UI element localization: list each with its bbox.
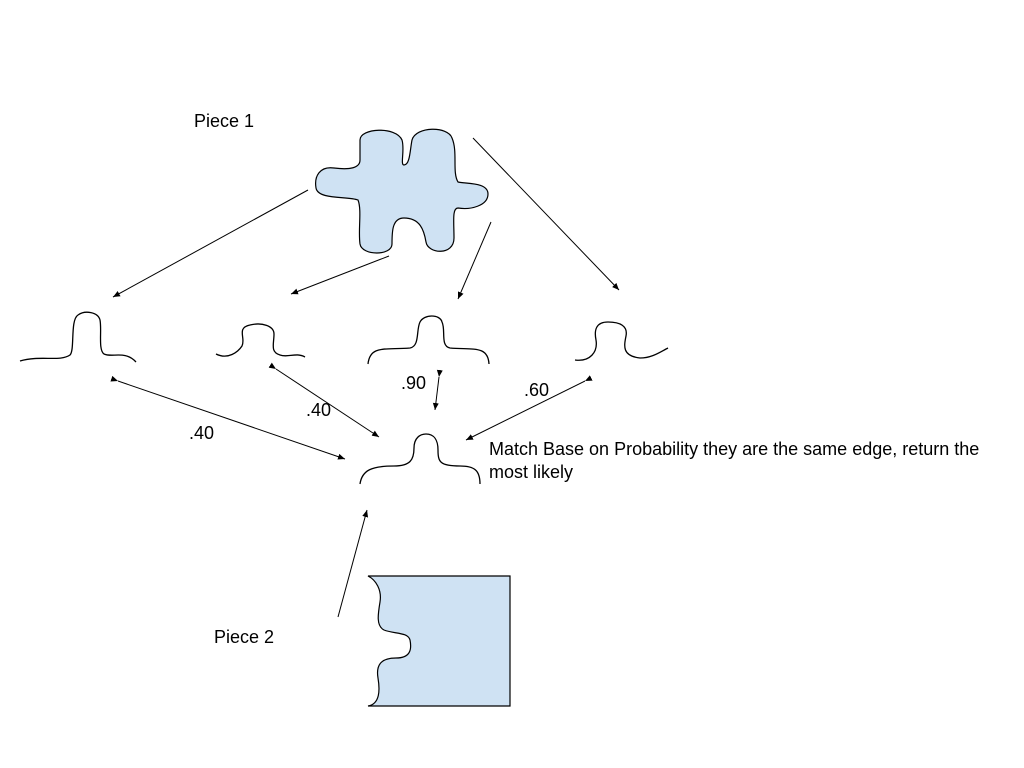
edge-2-shape xyxy=(215,323,306,358)
edge-1-shape xyxy=(19,311,137,363)
arrow-piece1-to-edge4 xyxy=(472,137,620,291)
arrow-piece2-to-target xyxy=(337,509,369,618)
piece-2-shape xyxy=(367,575,511,707)
arrow-piece1-to-edge3 xyxy=(457,221,492,300)
arrow-piece1-to-edge2 xyxy=(290,255,390,295)
piece-2-label: Piece 2 xyxy=(214,627,274,647)
probability-label-edge1: .40 xyxy=(189,423,214,443)
arrow-edge1-target xyxy=(110,375,346,460)
arrow-piece1-to-edge1 xyxy=(112,189,309,298)
arrow-edge3-target xyxy=(432,369,443,411)
target-edge-shape xyxy=(359,433,481,485)
piece-1-shape xyxy=(315,128,489,254)
arrow-edge4-target xyxy=(465,375,593,441)
edge-3-shape xyxy=(367,315,490,365)
probability-label-edge4: .60 xyxy=(524,380,549,400)
piece-1-label: Piece 1 xyxy=(194,111,254,131)
arrow-edge2-target xyxy=(268,362,380,438)
match-note: Match Base on Probability they are the s… xyxy=(489,439,980,482)
edge-4-shape xyxy=(574,321,669,361)
probability-label-edge3: .90 xyxy=(401,373,426,393)
probability-label-edge2: .40 xyxy=(306,400,331,420)
